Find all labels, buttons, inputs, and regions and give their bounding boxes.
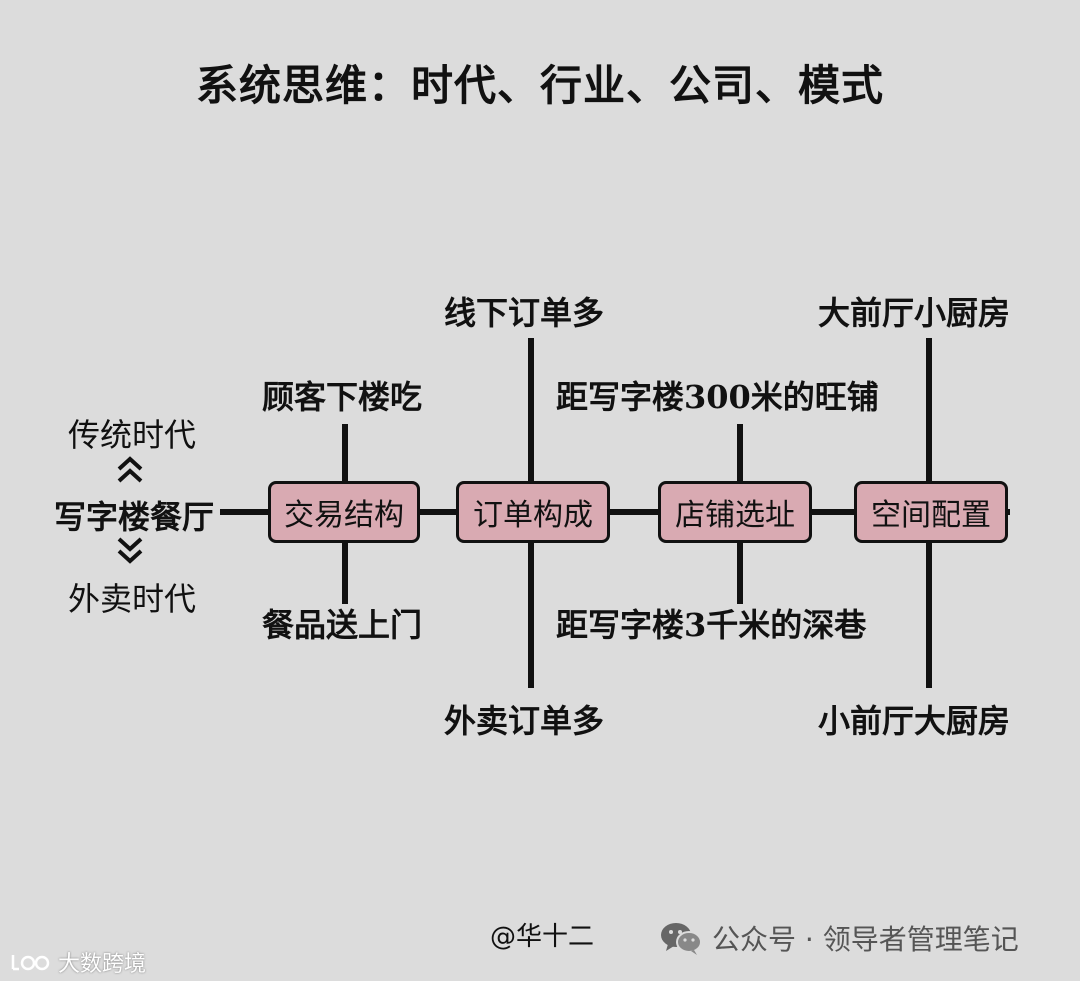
node-2-top-label: 线下订单多 — [444, 294, 605, 332]
wechat-account: 公众号 · 领导者管理笔记 — [660, 918, 1019, 958]
node-3-top-label: 距写字楼300米的旺铺 — [556, 378, 879, 416]
era-office-restaurant: 写字楼餐厅 — [53, 498, 214, 536]
node-2-bottom-label: 外卖订单多 — [444, 702, 605, 740]
page-title: 系统思维：时代、行业、公司、模式 — [195, 61, 884, 110]
era-traditional: 传统时代 — [67, 416, 196, 454]
author-credit: @华十二 — [490, 922, 595, 952]
node-1-top-label: 顾客下楼吃 — [262, 378, 423, 416]
node-space-allocation: 空间配置 — [854, 481, 1008, 543]
watermark: 大数跨境 — [10, 946, 146, 978]
main-axis-line — [220, 509, 1010, 515]
chevron-down-icon — [117, 537, 143, 564]
wechat-account-text: 公众号 · 领导者管理笔记 — [712, 923, 1019, 956]
node-3-bottom-label: 距写字楼3千米的深巷 — [556, 606, 867, 644]
node-order-composition: 订单构成 — [456, 481, 610, 543]
chevron-up-icon — [117, 456, 143, 483]
node-store-location: 店铺选址 — [658, 481, 812, 543]
node-transaction-structure: 交易结构 — [268, 481, 420, 543]
logo-icon — [11, 955, 50, 971]
node-1-bottom-label: 餐品送上门 — [262, 606, 423, 644]
watermark-text: 大数跨境 — [58, 952, 147, 977]
era-delivery: 外卖时代 — [67, 580, 196, 618]
wechat-icon — [661, 923, 702, 955]
node-4-top-label: 大前厅小厨房 — [818, 294, 1011, 332]
node-4-bottom-label: 小前厅大厨房 — [818, 702, 1011, 740]
